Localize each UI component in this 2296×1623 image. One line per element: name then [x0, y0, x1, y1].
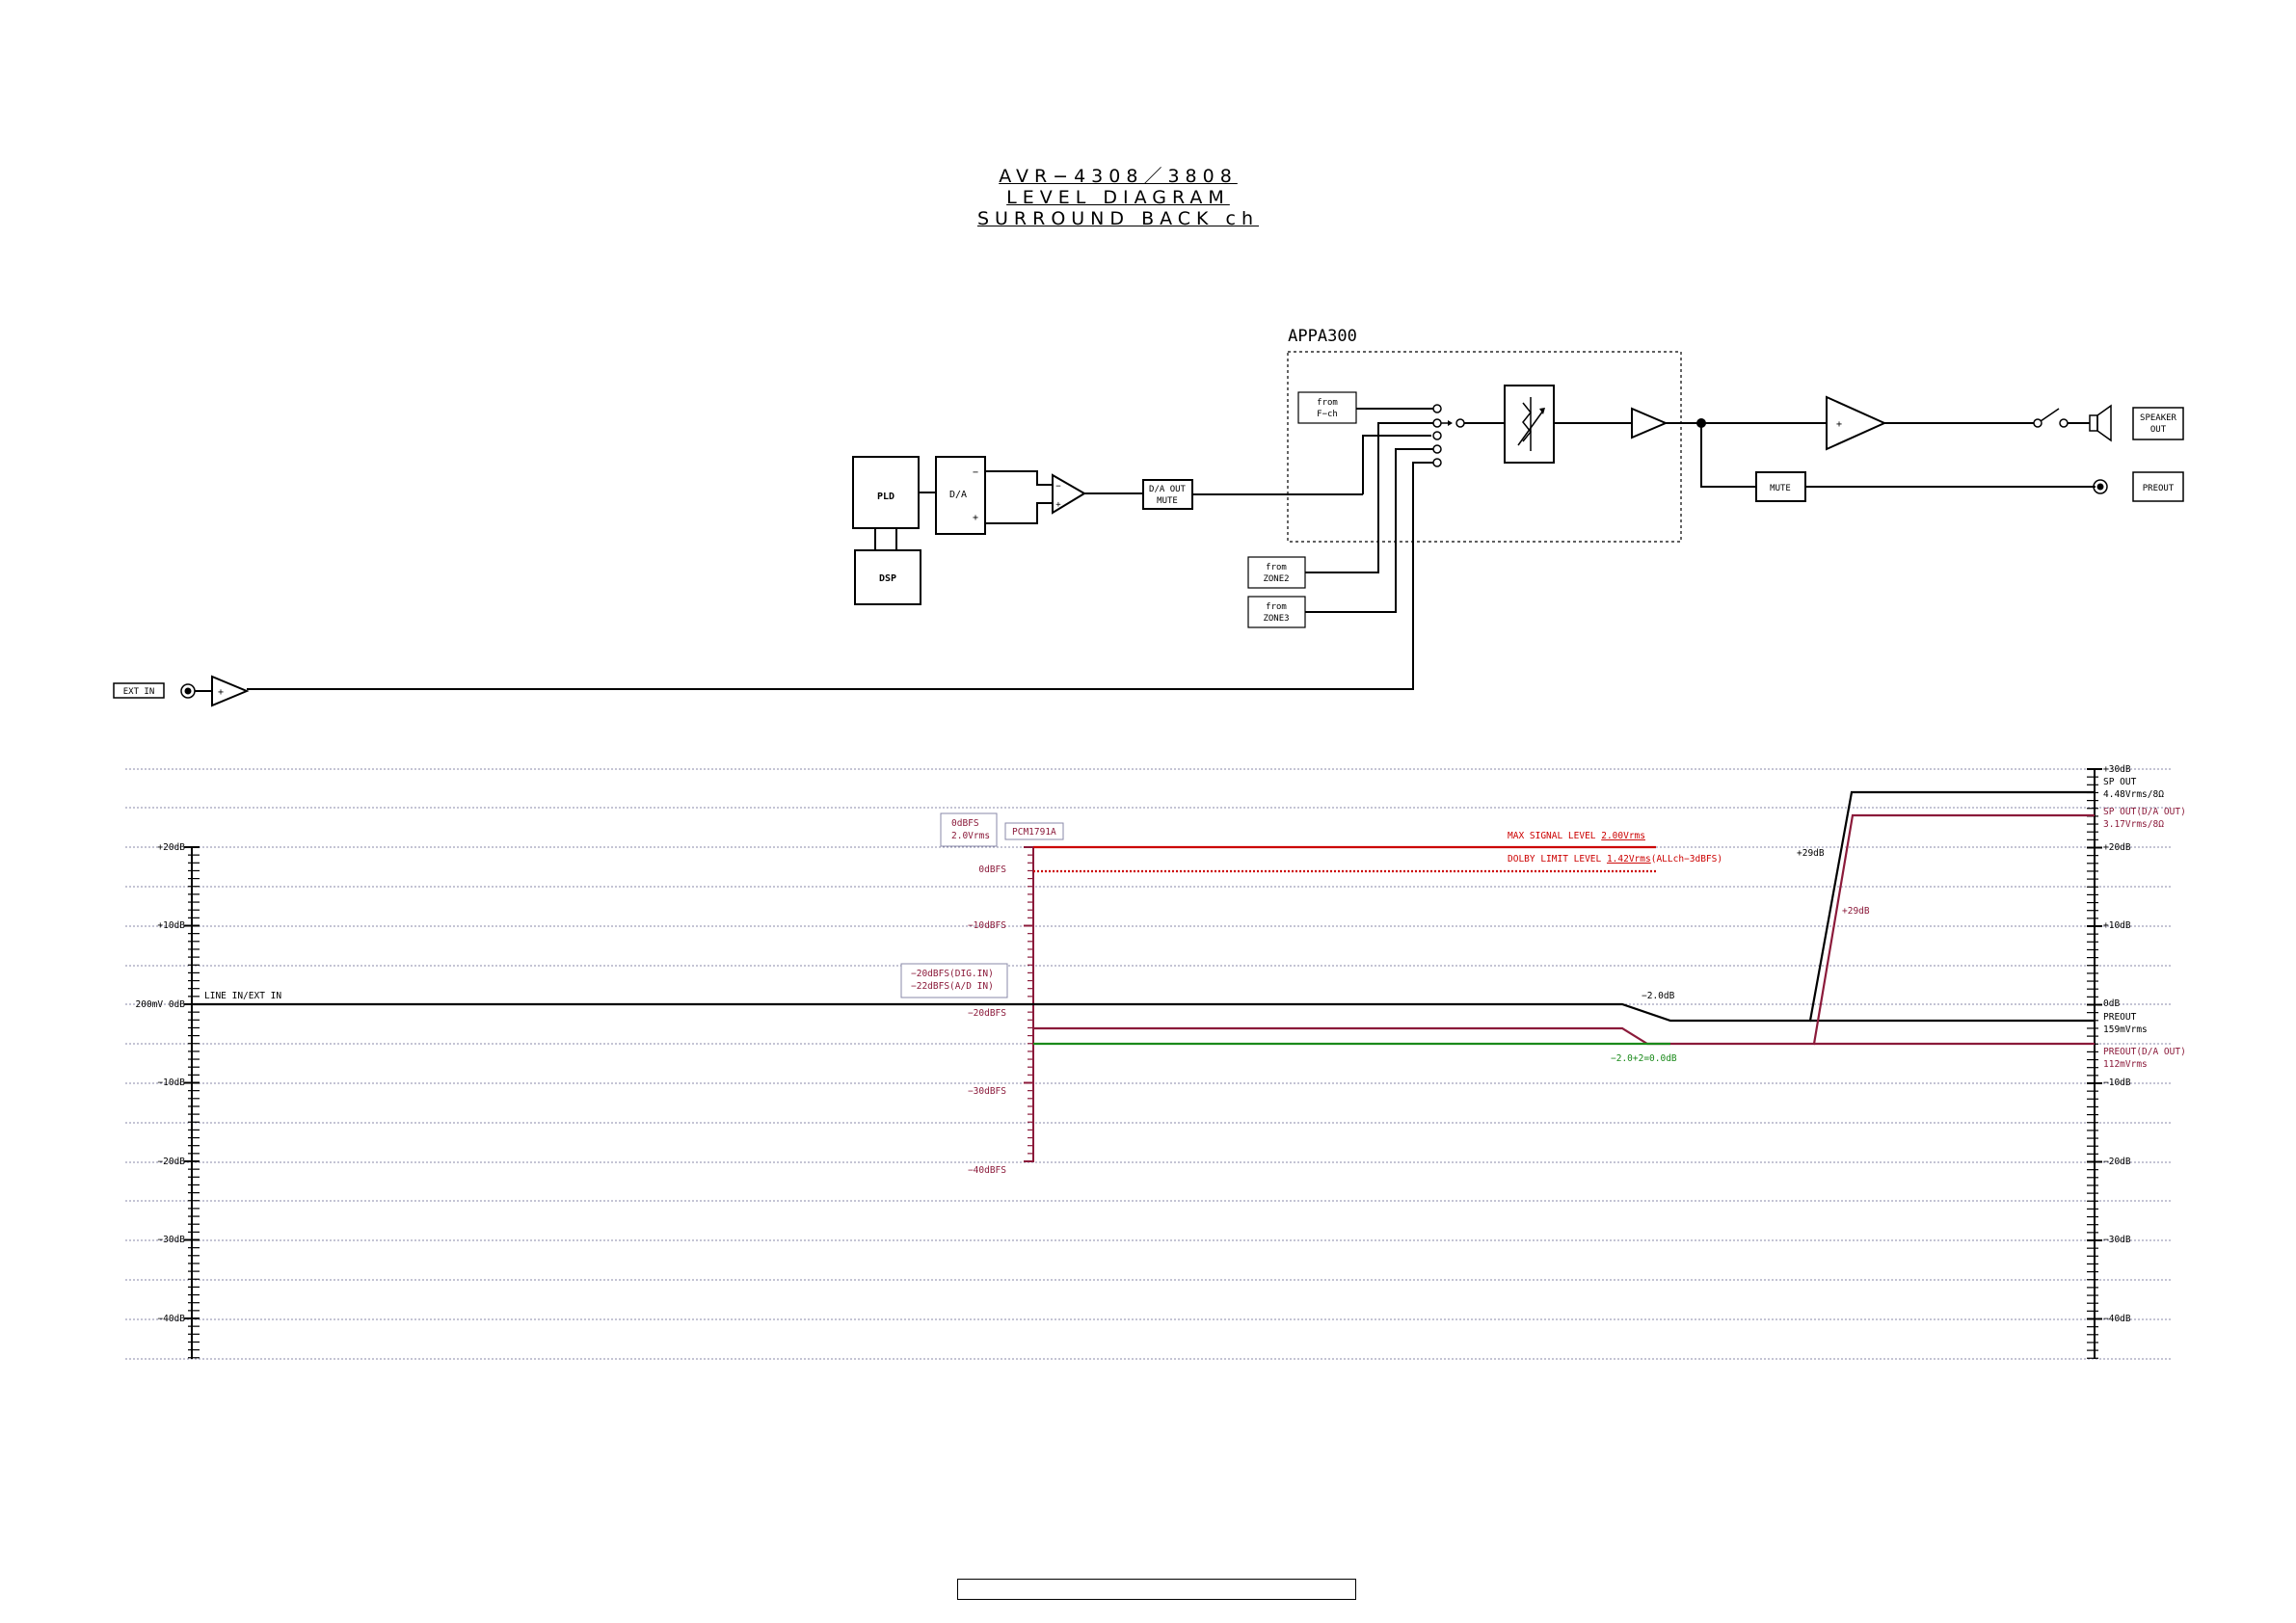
from-zone2-label-1: from	[1266, 563, 1287, 572]
right-tick-label: +20dB	[2103, 842, 2131, 853]
left-tick-label: +20dB	[157, 842, 185, 853]
dig-in-label-2: −22dBFS(A/D IN)	[911, 981, 994, 992]
dolby-limit-label: DOLBY LIMIT LEVEL 1.42Vrms(ALLch−3dBFS)	[1508, 854, 1722, 865]
right-tick-label: +10dB	[2103, 920, 2131, 931]
ext-in-amp	[211, 675, 250, 707]
green-trace-label: −2.0+2=0.0dB	[1611, 1053, 1677, 1064]
mute-label: MUTE	[1770, 484, 1791, 493]
from-fch-label-1: from	[1317, 398, 1338, 408]
dig-in-label-1: −20dBFS(DIG.IN)	[911, 969, 994, 979]
speaker-out-box	[2132, 407, 2184, 440]
diff-opamp	[1052, 473, 1086, 515]
da-out-level-trace	[1033, 813, 2095, 1046]
da-out-mute-label-1: D/A OUT	[1149, 485, 1187, 494]
ext-in-box	[113, 682, 165, 699]
right-tick-label: −20dB	[2103, 1157, 2131, 1167]
da-out-mute-label-2: MUTE	[1157, 496, 1178, 506]
dbfs-tick-label: −30dBFS	[968, 1086, 1006, 1097]
minus2db-label: −2.0dB	[1642, 991, 1675, 1001]
da-converter-block	[935, 456, 986, 535]
from-zone3-label-1: from	[1266, 602, 1287, 612]
right-tick-label: 0dB	[2103, 998, 2120, 1009]
da-plus-label: +	[973, 513, 978, 523]
odbfs-box-label-1: 0dBFS	[951, 818, 979, 829]
pcm-chip-label: PCM1791A	[1012, 827, 1056, 838]
sp-out-label-1: SP OUT	[2103, 777, 2137, 787]
ext-in-label: EXT IN	[123, 687, 155, 697]
preout-da-level-label-2: 112mVrms	[2103, 1059, 2148, 1070]
sp-out-label-2: 4.48Vrms/8Ω	[2103, 789, 2164, 800]
preout-da-level-label-1: PREOUT(D/A OUT)	[2103, 1047, 2186, 1057]
opamp-minus-label: −	[1055, 482, 1061, 492]
left-tick-label: −20dB	[157, 1157, 185, 1167]
speaker-icon	[2089, 414, 2098, 432]
level-grid	[125, 768, 2172, 1360]
left-tick-label: +10dB	[157, 920, 185, 931]
right-tick-label: −40dB	[2103, 1314, 2131, 1324]
preout-level-label-2: 159mVrms	[2103, 1024, 2148, 1035]
left-tick-label: −10dB	[157, 1078, 185, 1088]
appa300-label: APPA300	[1288, 327, 1357, 346]
left-tick-label: 200mV 0dB	[136, 999, 186, 1010]
speaker-out-label-2: OUT	[2150, 425, 2167, 435]
pld-label: PLD	[877, 492, 894, 502]
block-diagram	[113, 351, 2184, 707]
line-in-label: LINE IN/EXT IN	[204, 991, 281, 1001]
dsp-label: DSP	[879, 573, 896, 584]
sp-out-da-label-1: SP OUT(D/A OUT)	[2103, 807, 2186, 817]
preout-level-label-1: PREOUT	[2103, 1012, 2137, 1023]
buffer-amp	[1631, 407, 1669, 439]
da-minus-label: −	[973, 467, 978, 478]
from-zone2-label-2: ZONE2	[1263, 574, 1289, 584]
right-tick-label: +30dB	[2103, 764, 2131, 775]
preout-jack-icon	[2093, 479, 2108, 494]
odbfs-box-label-2: 2.0Vrms	[951, 831, 990, 841]
title-block-frame	[957, 1579, 1356, 1600]
right-tick-label: −10dB	[2103, 1078, 2131, 1088]
from-zone3-label-2: ZONE3	[1263, 614, 1289, 624]
preout-box	[2132, 471, 2184, 502]
opamp-plus-label: +	[1055, 500, 1061, 510]
max-signal-label: MAX SIGNAL LEVEL 2.00Vrms	[1508, 831, 1645, 841]
ext-in-amp-plus-label: +	[218, 687, 224, 698]
gain-black-label: +29dB	[1797, 848, 1825, 859]
power-amp-plus-label: +	[1836, 419, 1842, 430]
title-channel: SURROUND BACK ch	[976, 208, 1260, 229]
from-fch-label-2: F−ch	[1317, 410, 1338, 419]
title-model: AVR−4308／3808	[999, 166, 1238, 187]
speaker-out-label-1: SPEAKER	[2140, 413, 2177, 423]
dbfs-tick-label: −10dBFS	[968, 920, 1006, 931]
right-tick-label: −30dB	[2103, 1235, 2131, 1245]
pcm-chip-box	[1004, 822, 1064, 840]
dig-in-box	[900, 963, 1008, 998]
odbfs-2vrms-box	[940, 812, 998, 847]
left-tick-label: −30dB	[157, 1235, 185, 1245]
dbfs-tick-label: −40dBFS	[968, 1165, 1006, 1176]
sp-out-da-label-2: 3.17Vrms/8Ω	[2103, 819, 2164, 830]
left-tick-label: −40dB	[157, 1314, 185, 1324]
da-label: D/A	[949, 490, 967, 500]
gain-red-label: +29dB	[1842, 906, 1870, 917]
dsp-block	[854, 549, 921, 605]
volume-block	[1504, 385, 1555, 464]
dbfs-tick-label: −20dBFS	[968, 1008, 1006, 1019]
dbfs-tick-label: 0dBFS	[978, 865, 1006, 875]
preout-label: PREOUT	[2143, 484, 2175, 493]
appa300-box	[1287, 351, 1682, 543]
title-diagram: LEVEL DIAGRAM	[1006, 187, 1230, 208]
power-amp	[1826, 395, 1887, 451]
analog-level-trace	[192, 790, 2095, 1023]
